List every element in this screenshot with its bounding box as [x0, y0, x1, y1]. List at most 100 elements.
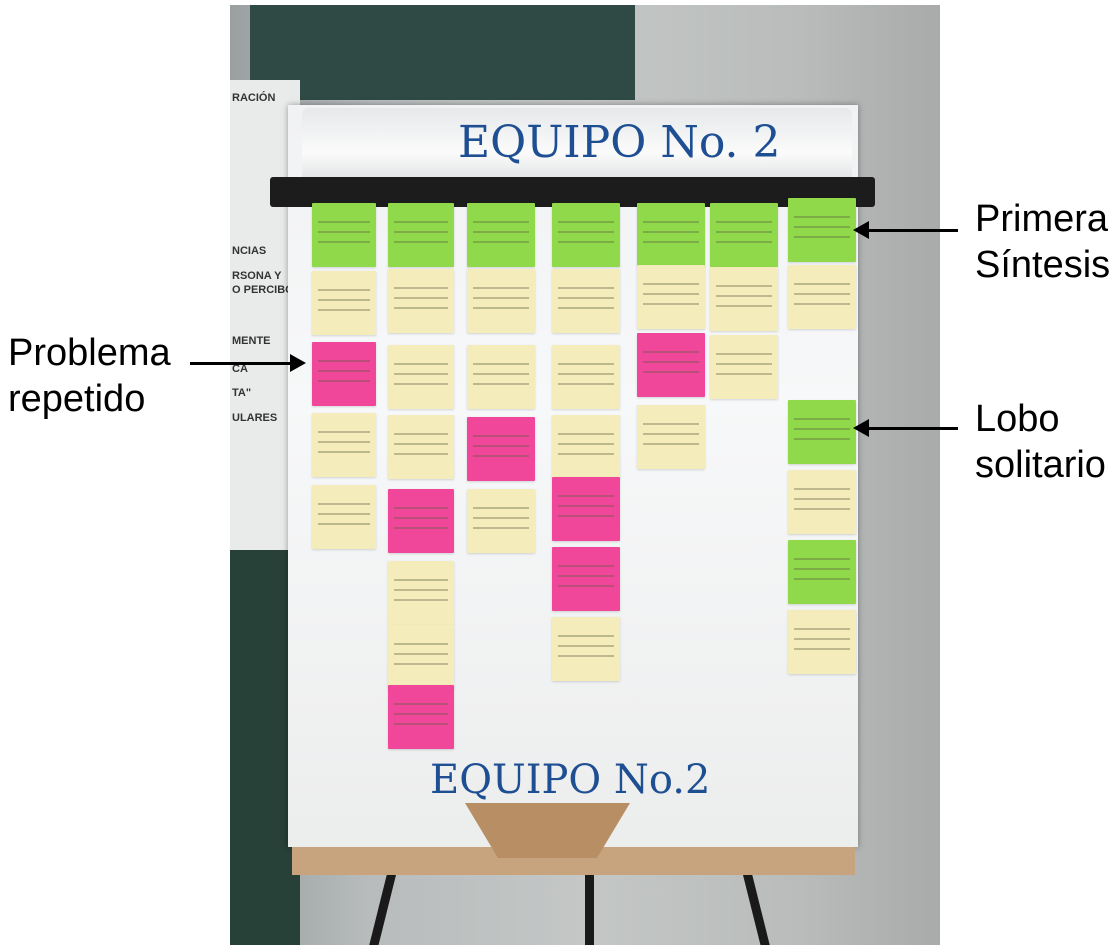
arrow-head-right [290, 354, 306, 372]
handwriting-line [394, 589, 448, 591]
handwriting-line [318, 241, 370, 243]
pink-sticky-note [552, 477, 620, 541]
handwriting-line [318, 380, 370, 382]
board-bottom-title: EQUIPO No.2 [430, 757, 711, 803]
handwriting-line [473, 287, 529, 289]
easel-leg [585, 865, 594, 945]
handwriting-line [716, 363, 772, 365]
handwriting-line [794, 438, 850, 440]
handwriting-line [558, 655, 614, 657]
green-sticky-note [788, 198, 856, 262]
handwriting-line [643, 221, 699, 223]
handwriting-line [318, 299, 370, 301]
handwriting-line [558, 443, 614, 445]
photo: RACIÓN NCIAS RSONA Y O PERCIBO. MENTE CA… [230, 5, 940, 945]
yellow-sticky-note [467, 269, 535, 333]
handwriting-line [643, 423, 699, 425]
handwriting-line [473, 527, 529, 529]
handwriting-line [318, 370, 370, 372]
yellow-sticky-note [312, 413, 376, 477]
green-sticky-note [710, 203, 778, 267]
easel-bar [270, 177, 875, 207]
yellow-sticky-note [312, 485, 376, 549]
green-sticky-note [388, 203, 454, 267]
handwriting-line [473, 221, 529, 223]
handwriting-line [318, 360, 370, 362]
handwriting-line [794, 558, 850, 560]
arrow-lobo [868, 427, 958, 430]
yellow-sticky-note [552, 415, 620, 479]
handwriting-line [473, 507, 529, 509]
handwriting-line [394, 373, 448, 375]
handwriting-line [473, 517, 529, 519]
yellow-sticky-note [388, 561, 454, 625]
handwriting-line [643, 371, 699, 373]
poster-text: RSONA Y [232, 270, 282, 282]
yellow-sticky-note [467, 345, 535, 409]
handwriting-line [794, 578, 850, 580]
handwriting-line [473, 383, 529, 385]
yellow-sticky-note [710, 267, 778, 331]
handwriting-line [794, 293, 850, 295]
handwriting-line [643, 283, 699, 285]
handwriting-line [643, 443, 699, 445]
handwriting-line [558, 585, 614, 587]
poster-text: O PERCIBO. [232, 284, 297, 296]
handwriting-line [394, 663, 448, 665]
yellow-sticky-note [388, 345, 454, 409]
handwriting-line [643, 293, 699, 295]
handwriting-line [716, 373, 772, 375]
handwriting-line [794, 428, 850, 430]
label-primera-sintesis: Primera Síntesis [975, 196, 1110, 288]
handwriting-line [558, 635, 614, 637]
handwriting-line [716, 231, 772, 233]
pink-sticky-note [312, 342, 376, 406]
handwriting-line [394, 713, 448, 715]
handwriting-line [643, 303, 699, 305]
yellow-sticky-note [388, 269, 454, 333]
handwriting-line [643, 351, 699, 353]
label-lobo-solitario: Lobo solitario [975, 396, 1106, 488]
arrow-head-left [853, 221, 869, 239]
handwriting-line [394, 599, 448, 601]
handwriting-line [794, 638, 850, 640]
arrow-head-left [853, 419, 869, 437]
handwriting-line [794, 236, 850, 238]
handwriting-line [473, 373, 529, 375]
handwriting-line [643, 361, 699, 363]
handwriting-line [394, 433, 448, 435]
yellow-sticky-note [637, 265, 705, 329]
handwriting-line [558, 495, 614, 497]
handwriting-line [394, 653, 448, 655]
handwriting-line [473, 363, 529, 365]
handwriting-line [794, 508, 850, 510]
arrow-primera [868, 229, 958, 232]
pink-sticky-note [388, 685, 454, 749]
handwriting-line [558, 575, 614, 577]
handwriting-line [394, 453, 448, 455]
yellow-sticky-note [788, 470, 856, 534]
handwriting-line [394, 723, 448, 725]
handwriting-line [394, 507, 448, 509]
handwriting-line [794, 303, 850, 305]
handwriting-line [318, 441, 370, 443]
handwriting-line [558, 307, 614, 309]
handwriting-line [473, 445, 529, 447]
handwriting-line [318, 513, 370, 515]
poster-text: TA" [232, 387, 252, 399]
handwriting-line [473, 297, 529, 299]
handwriting-line [318, 231, 370, 233]
handwriting-line [473, 241, 529, 243]
handwriting-line [473, 435, 529, 437]
handwriting-line [394, 287, 448, 289]
yellow-sticky-note [312, 271, 376, 335]
handwriting-line [794, 648, 850, 650]
label-line: repetido [8, 378, 146, 420]
handwriting-line [558, 231, 614, 233]
handwriting-line [558, 433, 614, 435]
handwriting-line [794, 216, 850, 218]
green-sticky-note [788, 400, 856, 464]
handwriting-line [558, 363, 614, 365]
handwriting-line [643, 433, 699, 435]
board-title: EQUIPO No. 2 [458, 117, 781, 168]
